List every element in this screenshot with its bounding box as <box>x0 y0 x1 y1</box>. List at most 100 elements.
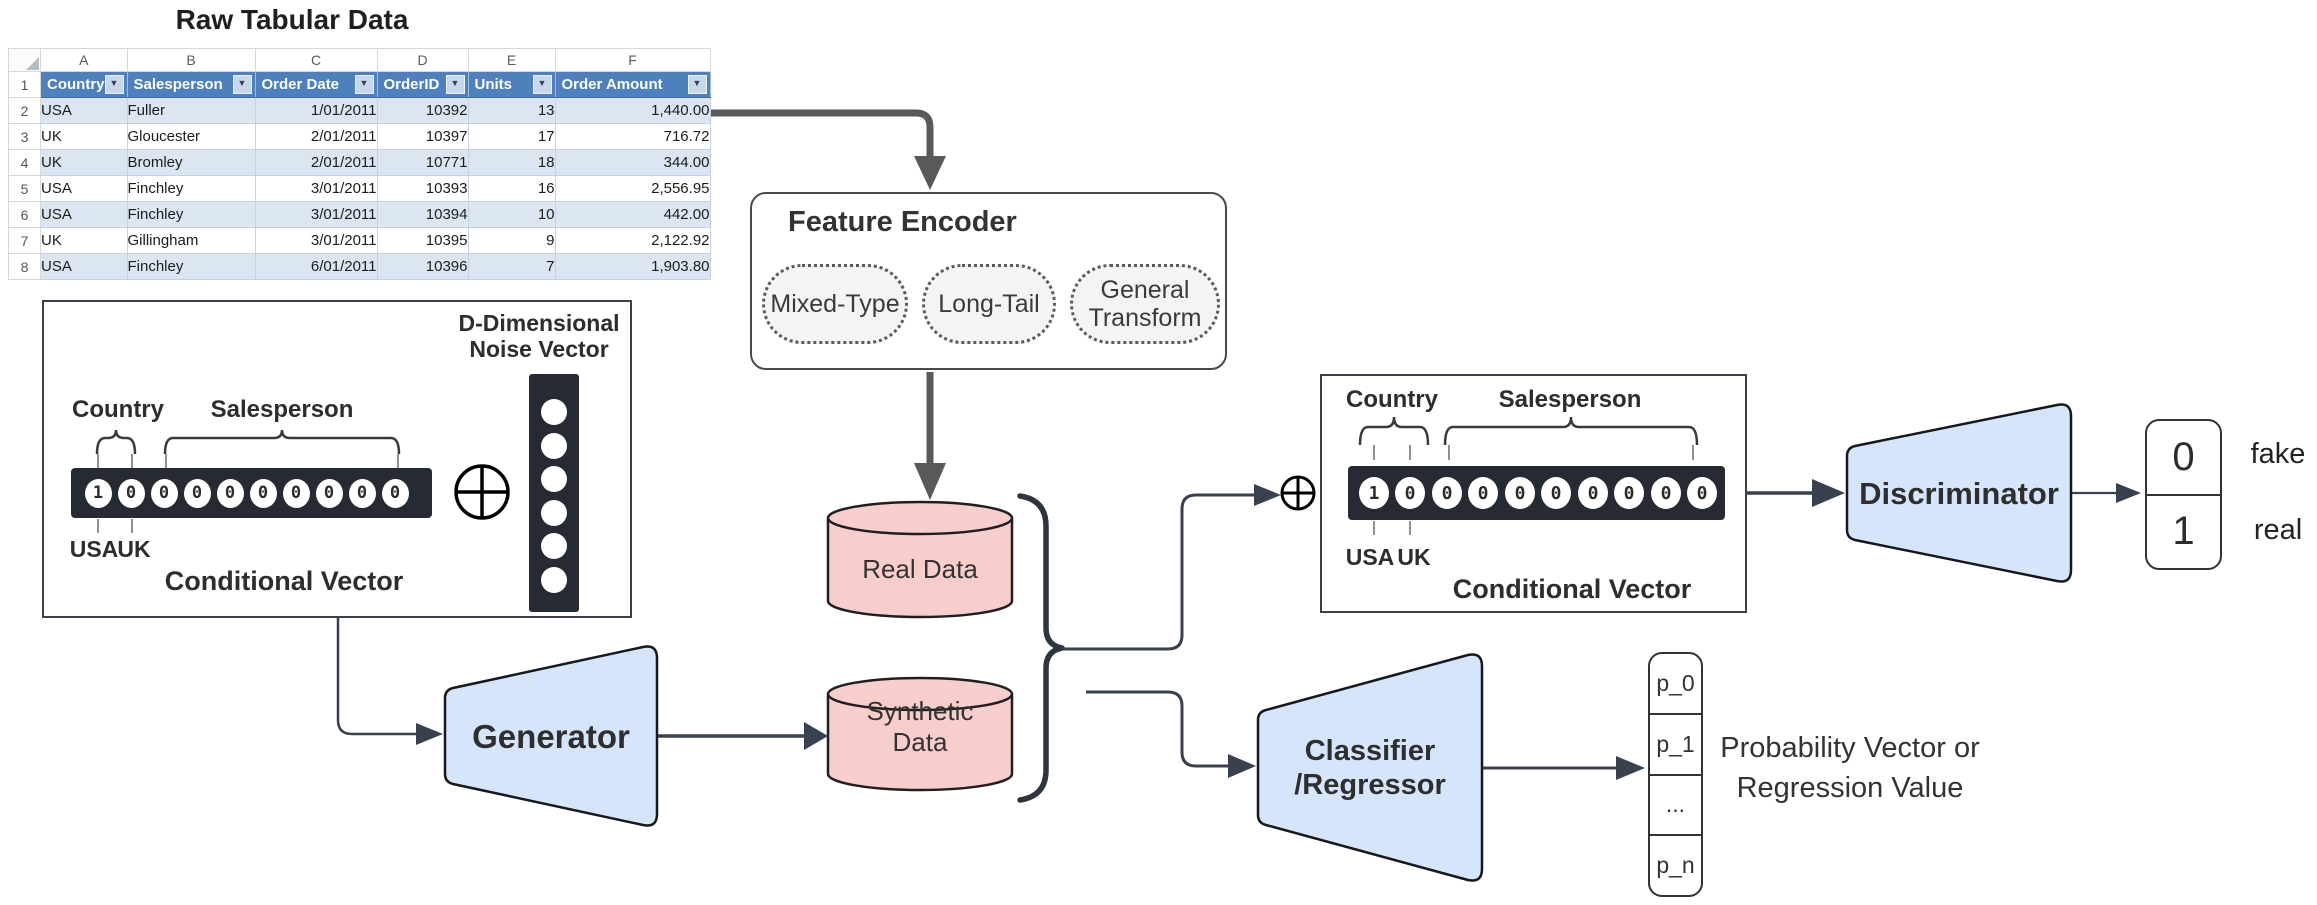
vector-cell: 0 <box>1432 477 1462 509</box>
vector-cell: 0 <box>150 478 178 508</box>
select-all-cell[interactable] <box>8 48 41 72</box>
row-number[interactable]: 7 <box>8 227 41 254</box>
table-cell: 10397 <box>377 123 469 150</box>
table-cell: 7 <box>468 253 556 280</box>
vector-cell: 0 <box>315 478 343 508</box>
pvector-cell: p_1 <box>1650 712 1701 774</box>
vector-cell: 1 <box>1359 477 1389 509</box>
column-letter[interactable]: A <box>40 48 128 72</box>
noise-cell <box>541 500 567 526</box>
table-cell: USA <box>40 97 128 124</box>
table-cell: 10395 <box>377 227 469 254</box>
table-cell: Gloucester <box>127 123 256 150</box>
synthetic-data-label-line2: Data <box>892 727 948 757</box>
noise-cell <box>541 466 567 492</box>
header-cell: Order Amount▼ <box>555 71 711 98</box>
fake-label: fake <box>2250 438 2306 470</box>
header-label: Country <box>47 76 105 93</box>
row-number[interactable]: 4 <box>8 149 41 176</box>
usa-label: USA <box>1345 544 1395 570</box>
table-cell: Gillingham <box>127 227 256 254</box>
table-cell: 18 <box>468 149 556 176</box>
table-cell: 1/01/2011 <box>255 97 378 124</box>
arrowhead-condvec-to-discriminator <box>1812 479 1845 507</box>
row-number[interactable]: 5 <box>8 175 41 202</box>
generator-shape <box>443 645 659 827</box>
row-number[interactable]: 8 <box>8 253 41 280</box>
noise-cell <box>541 533 567 559</box>
filter-dropdown-button[interactable]: ▼ <box>687 75 707 94</box>
country-brace <box>1358 416 1430 460</box>
noise-cell <box>541 433 567 459</box>
column-letter[interactable]: F <box>554 48 711 72</box>
xor-icon <box>454 464 510 520</box>
pvector-cell: p_n <box>1650 834 1701 895</box>
noise-cell <box>541 567 567 593</box>
arrow-brace-to-classifier <box>1086 690 1228 768</box>
table-cell: 13 <box>468 97 556 124</box>
table-cell: 10394 <box>377 201 469 228</box>
generator-label: Generator <box>472 718 630 755</box>
vector-cell: 0 <box>117 478 145 508</box>
pill-mixed-type-label: Mixed-Type <box>770 290 900 318</box>
vector-cell: 0 <box>381 478 409 508</box>
pill-long-tail-label: Long-Tail <box>938 290 1040 318</box>
salesperson-brace <box>163 429 401 468</box>
conditional-vector-panel-left: D-Dimensional Noise Vector Country Sales… <box>42 300 632 618</box>
pill-mixed-type: Mixed-Type <box>762 264 908 344</box>
row-number[interactable]: 3 <box>8 123 41 150</box>
table-cell: 3/01/2011 <box>255 201 378 228</box>
header-label: Salesperson <box>133 76 223 93</box>
header-cell: Units▼ <box>468 71 556 98</box>
classifier-shape <box>1256 653 1484 882</box>
filter-dropdown-button[interactable]: ▼ <box>354 75 374 94</box>
column-letter[interactable]: E <box>467 48 556 72</box>
synthetic-data-cylinder <box>826 676 1014 792</box>
pvector-cell: p_0 <box>1656 669 1695 696</box>
arrowhead-discriminator-to-output <box>2116 483 2141 503</box>
row-number[interactable]: 6 <box>8 201 41 228</box>
feature-encoder-title: Feature Encoder <box>788 206 1017 238</box>
header-cell: Country▼ <box>40 71 128 98</box>
uk-label: UK <box>117 536 151 562</box>
column-letter[interactable]: D <box>376 48 469 72</box>
header-label: Order Date <box>261 76 340 93</box>
usa-label: USA <box>69 536 119 562</box>
vector-cell: 0 <box>1541 477 1571 509</box>
column-letter[interactable]: B <box>126 48 256 72</box>
table-cell: 2,122.92 <box>555 227 711 254</box>
pill-long-tail: Long-Tail <box>922 264 1056 344</box>
output-fake-value: 0 <box>2172 434 2195 479</box>
discriminator-output-box: 0 1 <box>2145 419 2222 570</box>
country-brace <box>95 429 137 468</box>
filter-dropdown-button[interactable]: ▼ <box>232 75 252 94</box>
row-number[interactable]: 2 <box>8 97 41 124</box>
row-number[interactable]: 1 <box>8 71 41 98</box>
header-cell: OrderID▼ <box>377 71 469 98</box>
arrowhead-classifier-to-pvector <box>1616 756 1645 780</box>
vector-cell: 0 <box>1505 477 1535 509</box>
conditional-vector-caption: Conditional Vector <box>164 566 404 596</box>
filter-dropdown-button[interactable]: ▼ <box>532 75 552 94</box>
vector-cell: 0 <box>1395 477 1425 509</box>
table-cell: 16 <box>468 175 556 202</box>
filter-dropdown-button[interactable]: ▼ <box>445 75 465 94</box>
table-cell: Finchley <box>127 253 256 280</box>
arrowhead-encoder-to-realdata <box>914 463 946 500</box>
table-cell: Bromley <box>127 149 256 176</box>
vector-cell: 0 <box>183 478 211 508</box>
usa-tick <box>1373 521 1375 535</box>
table-cell: 1,903.80 <box>555 253 711 280</box>
filter-dropdown-button[interactable]: ▼ <box>104 75 124 94</box>
table-cell: 2/01/2011 <box>255 123 378 150</box>
country-group-label: Country <box>72 396 164 423</box>
real-data-label: Real Data <box>862 554 978 584</box>
column-letter[interactable]: C <box>254 48 378 72</box>
conditional-vector-caption: Conditional Vector <box>1452 574 1692 604</box>
synthetic-data-label: Synthetic Data <box>828 696 1012 758</box>
